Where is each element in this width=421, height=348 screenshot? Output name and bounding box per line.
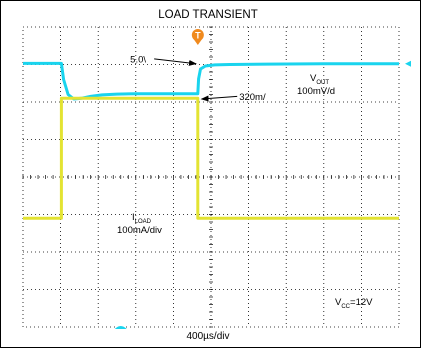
iload-label-main: I [132, 212, 135, 223]
x-axis-label: 400µs/div [186, 331, 229, 342]
series-layer [23, 60, 411, 329]
series-trace-iload [23, 96, 399, 220]
vcc-label-main: V [335, 297, 342, 308]
channel-level-marker [405, 60, 411, 67]
annotation-label: 320m/ [239, 92, 266, 103]
trigger-marker: T [191, 29, 204, 45]
annotation-arrow [154, 58, 197, 66]
vcc-label-rest: =12V [350, 297, 373, 308]
trigger-marker-pointer [192, 38, 203, 45]
time-reference-marker [114, 326, 127, 329]
series-label-iload: ILOAD [132, 212, 152, 225]
vcc-condition-label: VCC=12V [335, 297, 373, 310]
trigger-marker-label: T [195, 31, 201, 41]
iload-label-sub: LOAD [135, 219, 152, 225]
vout-label-main: V [310, 73, 317, 84]
annotation-layer: 5.0\ 320m/ [130, 54, 266, 103]
annotation-arrow [200, 95, 238, 102]
series-trace-vout [23, 61, 399, 101]
graticule [22, 26, 400, 328]
chart-title: LOAD TRANSIENT [158, 9, 257, 21]
vout-label-sub: OUT [316, 80, 329, 86]
vout-scale-label: 100mV/d [297, 86, 335, 97]
series-label-vout: VOUT [310, 73, 329, 86]
vcc-label-sub: CC [341, 304, 350, 310]
iload-scale-label: 100mA/div [117, 225, 162, 236]
annotation-label: 5.0\ [130, 54, 146, 65]
